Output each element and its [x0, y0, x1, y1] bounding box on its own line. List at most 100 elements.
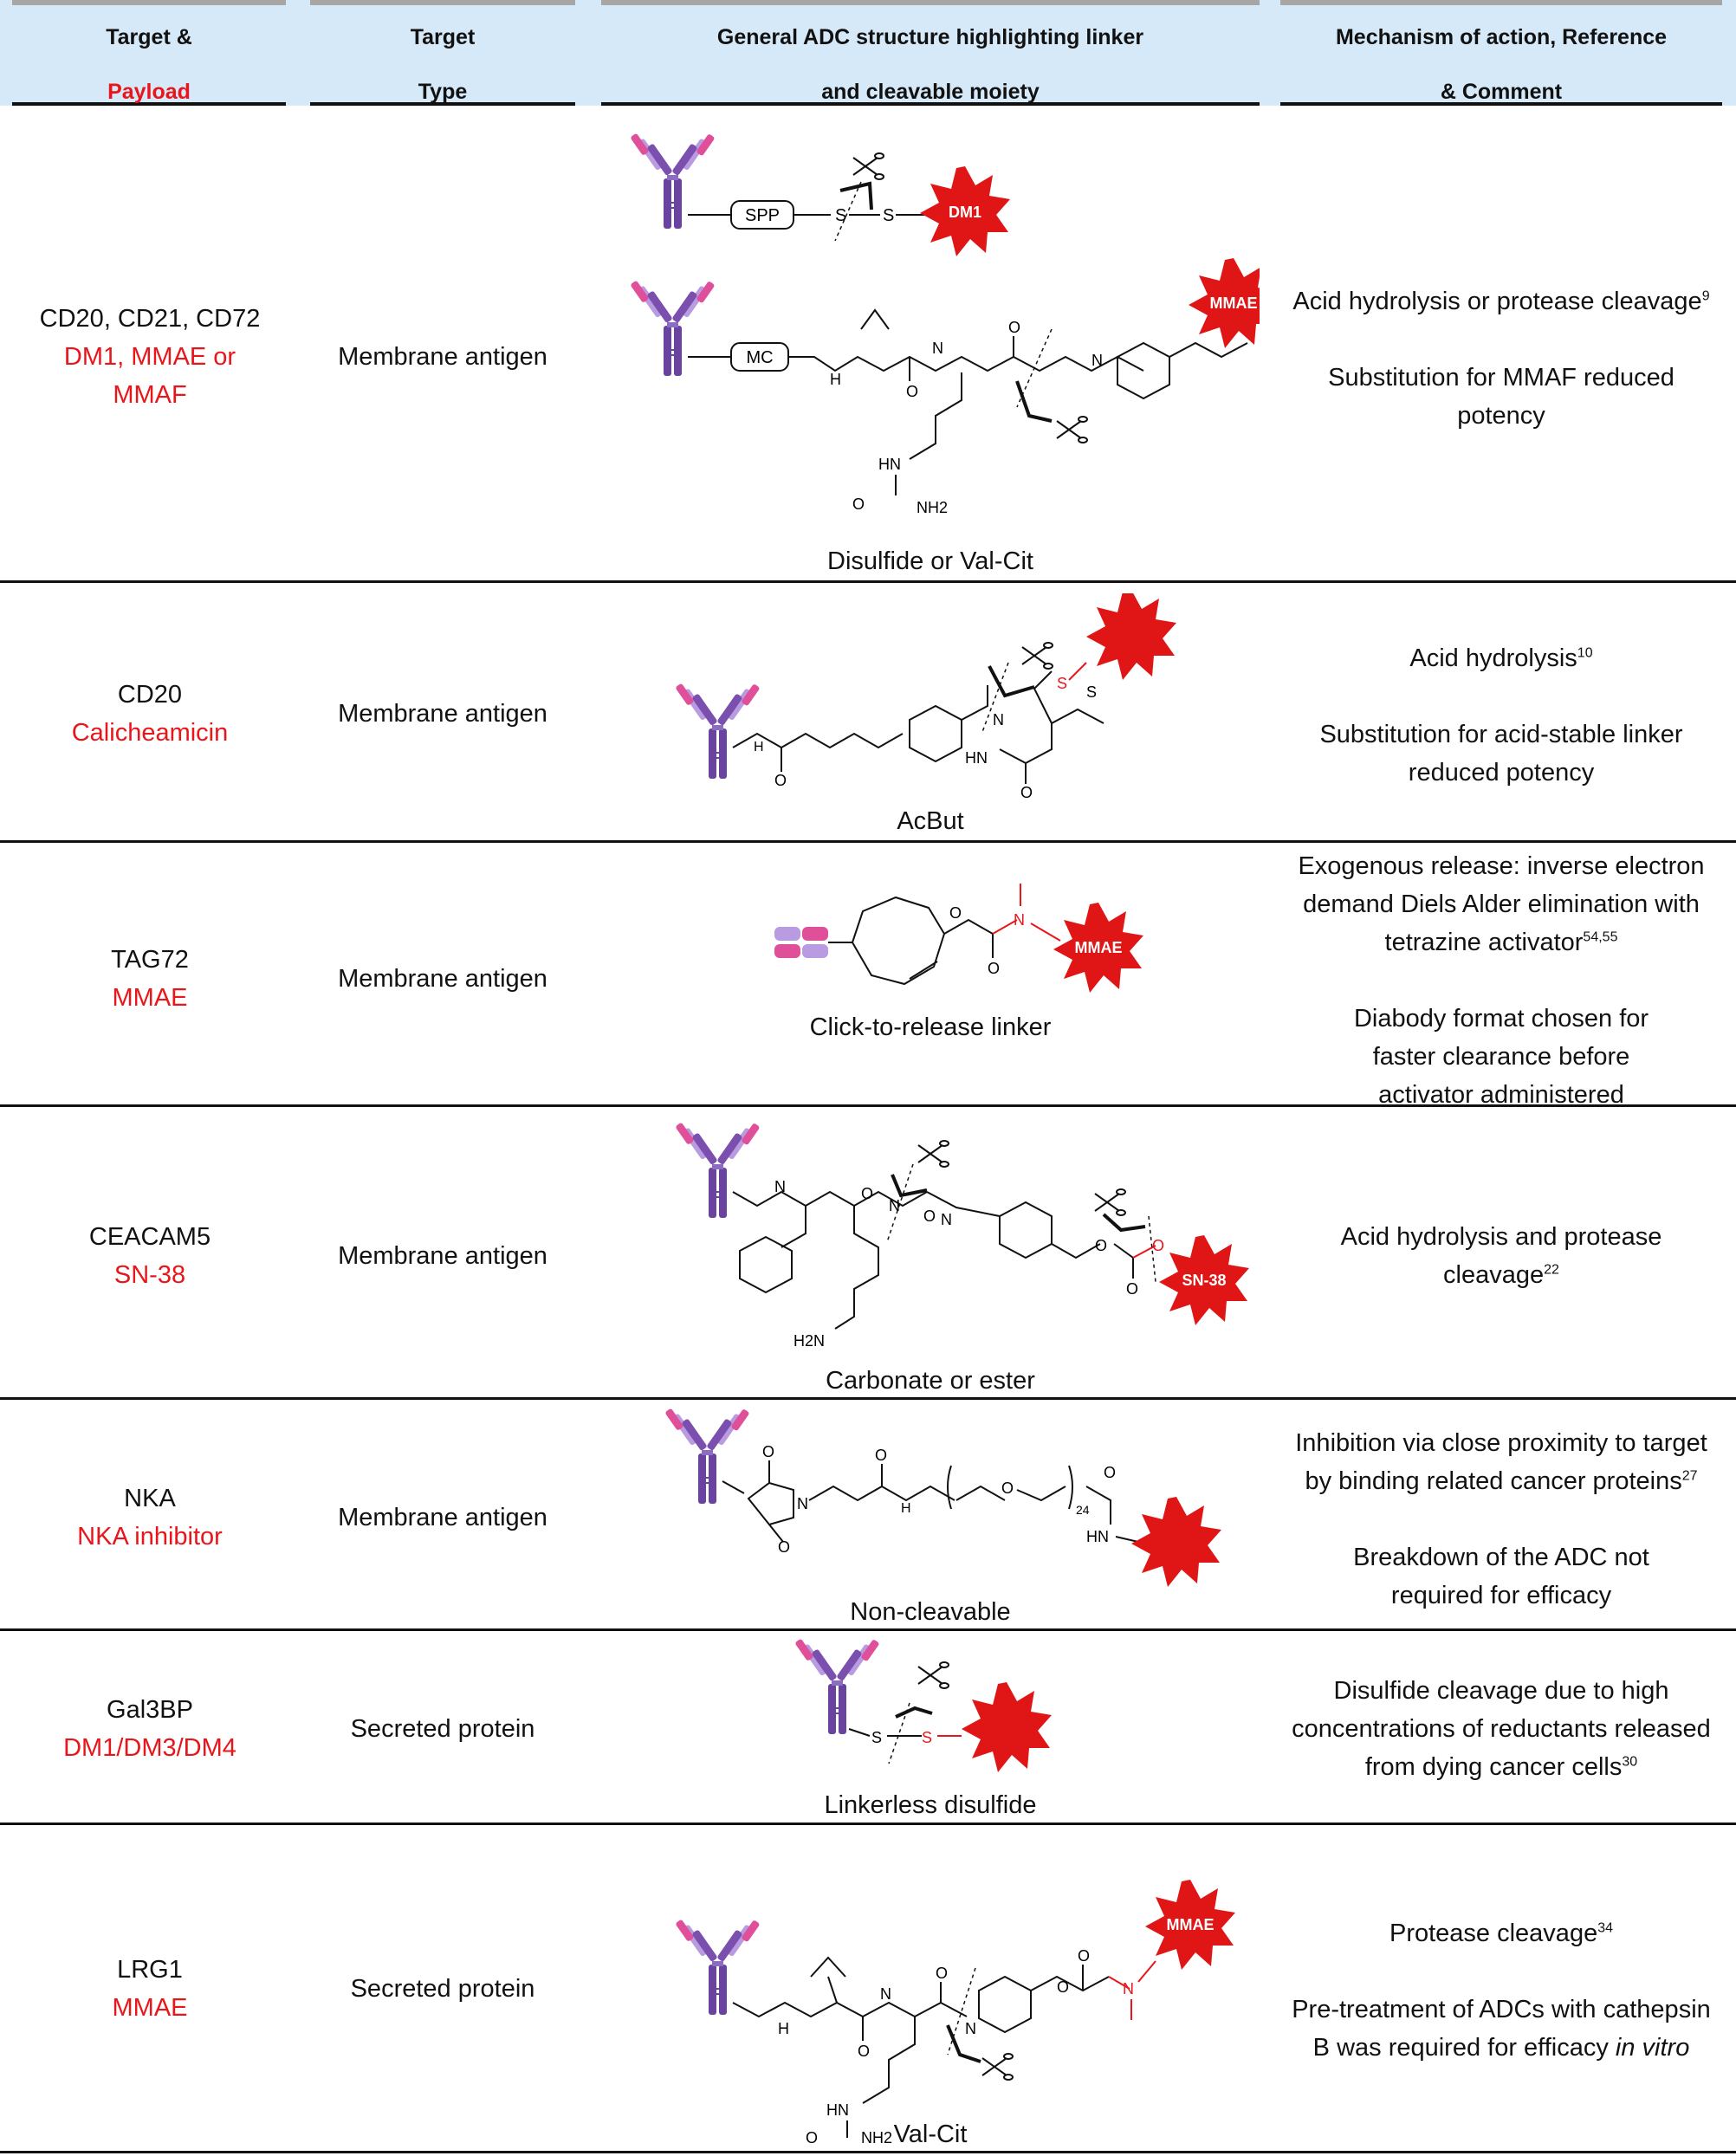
row-divider: [0, 1628, 1736, 1631]
reference-superscript: 22: [1544, 1262, 1559, 1278]
mechanism-text: Disulfide cleavage due to high concentra…: [1292, 1677, 1711, 1781]
row-7-target-cell: LRG1 MMAE: [10, 1951, 289, 2027]
mechanism-text: Acid hydrolysis or protease cleavage: [1292, 288, 1702, 315]
row-1-caption: Disulfide or Val-Cit: [827, 547, 1033, 575]
sulfur-label: S: [1057, 675, 1067, 692]
target-text: LRG1: [117, 1956, 183, 1984]
row-divider: [0, 1823, 1736, 1825]
row-2-caption: AcBut: [897, 807, 964, 835]
row-5-structure: O O N O H O 24 O HN: [664, 1407, 1221, 1587]
atom-label: N: [880, 1985, 891, 2003]
comment-text: Substitution for acid-stable linker redu…: [1319, 721, 1683, 787]
atom-label: O: [1001, 1479, 1014, 1497]
row-7-type: Secreted protein: [350, 1975, 535, 2003]
atom-label: O: [1008, 319, 1020, 336]
atom-label: N: [774, 1178, 786, 1195]
atom-label: N: [797, 1495, 808, 1512]
comment-text-plain: Pre-treatment of ADCs with cathepsin B w…: [1292, 1996, 1711, 2062]
mechanism-text: Acid hydrolysis: [1409, 644, 1577, 672]
atom-label: HN: [965, 749, 988, 767]
row-6-type: Secreted protein: [350, 1715, 535, 1743]
atom-label: N: [1014, 911, 1025, 929]
atom-label: O: [1104, 1464, 1116, 1481]
atom-label: H: [754, 740, 764, 754]
header-mechanism: Mechanism of action, Reference & Comment: [1280, 0, 1722, 106]
mechanism-text: Exogenous release: inverse electron dema…: [1298, 852, 1705, 956]
sulfur-label: S: [922, 1729, 932, 1746]
atom-label: O: [778, 1538, 790, 1556]
header-label: Mechanism of action, Reference: [1335, 25, 1668, 49]
atom-label: N: [1123, 1980, 1134, 1997]
mmae-label: MMAE: [1167, 1916, 1215, 1933]
atom-label: O: [988, 960, 1000, 977]
row-4-type: Membrane antigen: [338, 1242, 547, 1270]
header-label: Target &: [106, 25, 192, 49]
nh2-label: NH2: [861, 2129, 892, 2146]
reference-superscript: 10: [1577, 645, 1593, 661]
sulfur-label: S: [835, 206, 846, 225]
row-1-structure: SPP S S DM1 MC O O H N N HN O NH2 MMA: [629, 132, 1260, 516]
header-target-payload: Target & Payload: [12, 0, 286, 106]
atom-label: N: [932, 340, 943, 357]
row-divider: [0, 1104, 1736, 1107]
header-label: and cleavable moiety: [821, 80, 1040, 104]
row-3-type: Membrane antigen: [338, 965, 547, 993]
payload-text: DM1/DM3/DM4: [63, 1734, 236, 1762]
row-2-target-cell: CD20 Calicheamicin: [10, 676, 289, 752]
header-structure: General ADC structure highlighting linke…: [601, 0, 1260, 106]
atom-label: N: [1091, 352, 1103, 369]
header-target-type: Target Type: [310, 0, 575, 106]
row-3-target-cell: TAG72 MMAE: [10, 941, 289, 1017]
sulfur-label: S: [1086, 683, 1097, 701]
nh2-label: NH2: [917, 499, 948, 516]
atom-label: HN: [878, 456, 901, 473]
atom-label: N: [965, 2020, 976, 2037]
row-3-caption: Click-to-release linker: [809, 1013, 1052, 1041]
reference-superscript: 27: [1681, 1468, 1698, 1484]
atom-label: O: [852, 495, 865, 513]
atom-label: O: [1095, 1237, 1107, 1254]
mechanism-text: Protease cleavage: [1389, 1920, 1598, 1947]
row-2-mechanism: Acid hydrolysis10 Substitution for acid-…: [1280, 639, 1722, 792]
mmae-label: MMAE: [1075, 939, 1123, 956]
comment-text: Breakdown of the ADC not required for ef…: [1353, 1544, 1649, 1609]
row-5-target-cell: NKA NKA inhibitor: [10, 1479, 289, 1556]
row-1-mechanism: Acid hydrolysis or protease cleavage9 Su…: [1280, 282, 1722, 435]
atom-label: O: [858, 2043, 870, 2060]
row-2-type: Membrane antigen: [338, 700, 547, 728]
atom-label: HN: [1086, 1528, 1109, 1545]
peg-count-label: 24: [1076, 1503, 1090, 1517]
table-header: [0, 0, 1736, 106]
row-7-mechanism: Protease cleavage34 Pre-treatment of ADC…: [1280, 1914, 1722, 2067]
atom-label: O: [875, 1447, 887, 1464]
dm1-label: DM1: [949, 204, 981, 221]
mmae-label: MMAE: [1210, 295, 1258, 312]
header-label: Target: [410, 25, 476, 49]
atom-label: O: [923, 1207, 936, 1225]
payload-text: MMAE: [112, 984, 188, 1012]
sulfur-label: S: [883, 206, 894, 225]
target-text: TAG72: [111, 946, 189, 974]
row-4-mechanism: Acid hydrolysis and protease cleavage22: [1280, 1218, 1722, 1294]
row-5-caption: Non-cleavable: [850, 1598, 1011, 1626]
atom-label: O: [1126, 1280, 1138, 1298]
comment-text: Pre-treatment of ADCs with cathepsin B w…: [1280, 1991, 1722, 2067]
atom-label: O: [1020, 784, 1033, 801]
sulfur-label: S: [871, 1729, 882, 1746]
spp-label: SPP: [745, 206, 780, 225]
atom-label: H: [778, 2020, 789, 2037]
target-text: NKA: [124, 1485, 176, 1512]
atom-label: N: [941, 1211, 952, 1228]
target-text: CEACAM5: [88, 1223, 211, 1251]
mechanism-text: Acid hydrolysis and protease cleavage: [1340, 1223, 1662, 1289]
atom-label: O: [936, 1965, 948, 1982]
reference-superscript: 9: [1701, 288, 1710, 304]
row-divider: [0, 580, 1736, 583]
atom-label: HN: [826, 2101, 849, 2119]
target-text: CD20, CD21, CD72: [39, 305, 261, 333]
row-7-caption: Val-Cit: [893, 2120, 968, 2148]
reference-superscript: 30: [1622, 1754, 1638, 1770]
row-5-mechanism: Inhibition via close proximity to target…: [1280, 1424, 1722, 1615]
row-divider: [0, 1397, 1736, 1400]
